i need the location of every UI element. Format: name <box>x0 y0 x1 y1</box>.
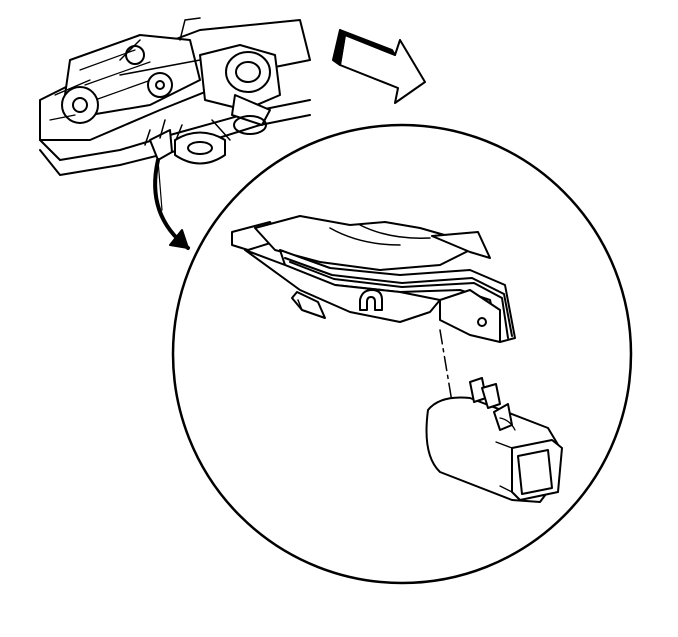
duct-outlet-nozzle <box>427 378 563 502</box>
callout-arrow-icon <box>155 160 188 248</box>
detail-magnifier-circle <box>173 125 631 583</box>
direction-arrow-icon <box>333 30 425 103</box>
duct-assembly <box>232 216 515 342</box>
vehicle-underbody-view <box>40 18 310 175</box>
